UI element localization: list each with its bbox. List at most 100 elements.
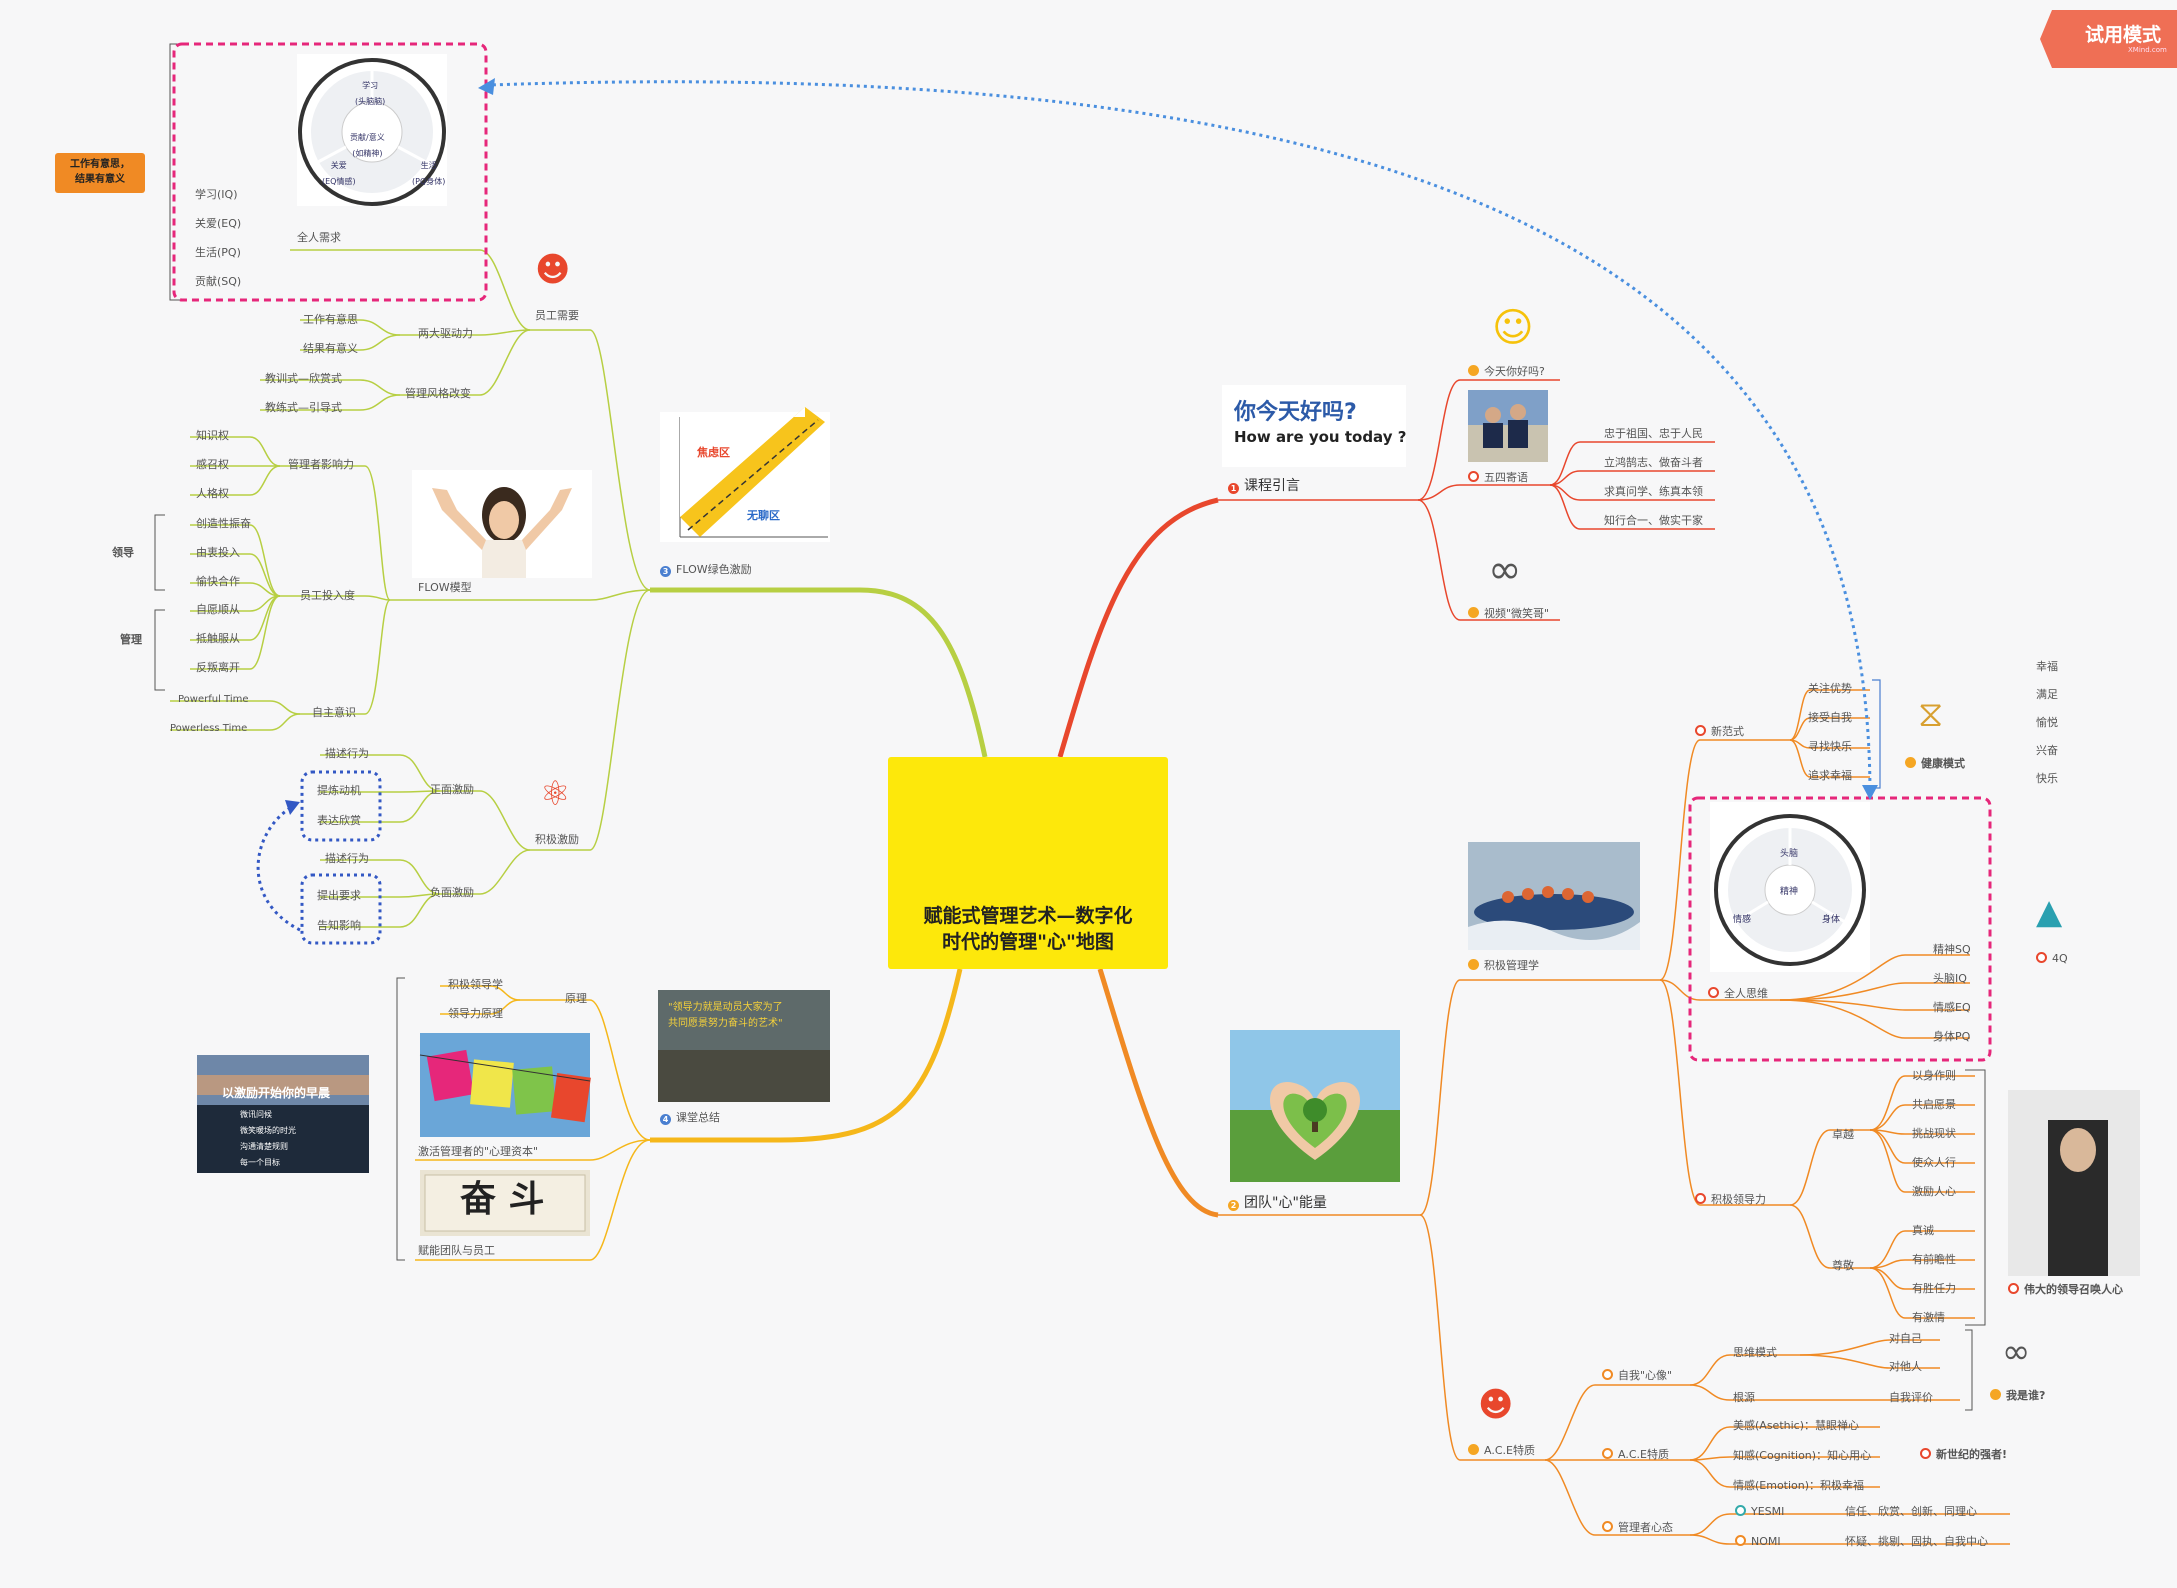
topic-manager-influence[interactable]: 管理者影响力 xyxy=(288,458,354,471)
topic-employee-need[interactable]: 员工需要 xyxy=(535,309,579,322)
zunjing-item-4[interactable]: 有激情 xyxy=(1912,1311,1945,1324)
self-item-1[interactable]: Powerful Time xyxy=(178,694,249,705)
health-item-3[interactable]: 愉悦 xyxy=(2036,716,2058,729)
work-meaning-box[interactable] xyxy=(55,153,145,193)
influence-item-3[interactable]: 人格权 xyxy=(196,487,229,500)
paradigm-item-2[interactable]: 接受自我 xyxy=(1808,711,1852,724)
style-item-2[interactable]: 教练式—引导式 xyxy=(265,401,342,414)
influence-item-2[interactable]: 感召权 xyxy=(196,458,229,471)
topic-great-leader[interactable]: 伟大的领导召唤人心 xyxy=(2008,1282,2123,1298)
wusi-item-4[interactable]: 知行合一、做实干家 xyxy=(1604,514,1703,527)
zunjing-item-1[interactable]: 真诚 xyxy=(1912,1224,1934,1237)
demand-item-4[interactable]: 贡献(SQ) xyxy=(195,275,242,288)
topic-style-change[interactable]: 管理风格改变 xyxy=(405,387,471,400)
zunjing-item-2[interactable]: 有前瞻性 xyxy=(1912,1253,1956,1266)
whole-item-4[interactable]: 身体PQ xyxy=(1933,1030,1971,1043)
demand-item-1[interactable]: 学习(IQ) xyxy=(195,188,238,201)
whole-item-3[interactable]: 情感EQ xyxy=(1933,1001,1971,1014)
health-item-5[interactable]: 快乐 xyxy=(2036,772,2058,785)
thinking-item-2[interactable]: 对他人 xyxy=(1889,1360,1922,1373)
topic-today[interactable]: 今天你好吗? xyxy=(1468,364,1545,380)
topic-yesmi[interactable]: YESMI xyxy=(1735,1504,1784,1520)
demand-item-2[interactable]: 关爱(EQ) xyxy=(195,217,242,230)
topic-whole-thinking[interactable]: 全人思维 xyxy=(1708,986,1768,1002)
principle-item-1[interactable]: 积极领导学 xyxy=(448,978,503,991)
paradigm-item-3[interactable]: 寻找快乐 xyxy=(1808,740,1852,753)
topic-self-aware[interactable]: 自主意识 xyxy=(312,706,356,719)
paradigm-item-4[interactable]: 追求幸福 xyxy=(1808,769,1852,782)
health-item-2[interactable]: 满足 xyxy=(2036,688,2058,701)
manage-item-3[interactable]: 反叛离开 xyxy=(196,661,240,674)
wusi-item-2[interactable]: 立鸿鹄志、做奋斗者 xyxy=(1604,456,1703,469)
topic-positive-psych[interactable]: 积极管理学 xyxy=(1468,958,1539,974)
self-item-2[interactable]: Powerless Time xyxy=(170,723,248,734)
topic-new-paradigm[interactable]: 新范式 xyxy=(1695,724,1744,740)
zhuoyue-item-2[interactable]: 共启愿景 xyxy=(1912,1098,1956,1111)
pos-item-1[interactable]: 描述行为 xyxy=(325,747,369,760)
topic-health-mode[interactable]: 健康模式 xyxy=(1905,756,1965,772)
topic-who-am-i[interactable]: 我是谁? xyxy=(1990,1388,2045,1404)
lead-item-2[interactable]: 由衷投入 xyxy=(196,546,240,559)
topic-self-heart[interactable]: 自我"心像" xyxy=(1602,1368,1672,1384)
neg-item-3[interactable]: 告知影响 xyxy=(317,919,361,932)
topic-nomi[interactable]: NOMI xyxy=(1735,1534,1781,1550)
topic-positive-incentive[interactable]: 积极激励 xyxy=(535,833,579,846)
health-item-4[interactable]: 兴奋 xyxy=(2036,744,2058,757)
topic-zunjing[interactable]: 尊敬 xyxy=(1832,1259,1854,1272)
whole-item-1[interactable]: 精神SQ xyxy=(1933,943,1971,956)
topic-neg-incentive[interactable]: 负面激励 xyxy=(430,886,474,899)
topic-4q[interactable]: 4Q xyxy=(2036,951,2068,967)
topic-video[interactable]: 视频"微笑哥" xyxy=(1468,606,1549,622)
topic-flow-model[interactable]: FLOW模型 xyxy=(418,581,472,594)
neg-item-2[interactable]: 提出要求 xyxy=(317,889,361,902)
ace-item-3[interactable]: 情感(Emotion)：积极幸福 xyxy=(1733,1479,1865,1492)
pos-item-2[interactable]: 提炼动机 xyxy=(317,784,361,797)
zunjing-item-3[interactable]: 有胜任力 xyxy=(1912,1282,1956,1295)
topic-stimulate[interactable]: 激活管理者的"心理资本" xyxy=(418,1145,539,1158)
nomi-items[interactable]: 怀疑、挑剔、固执、自我中心 xyxy=(1845,1535,1988,1548)
zhuoyue-item-5[interactable]: 激励人心 xyxy=(1912,1185,1956,1198)
topic-pos-incentive[interactable]: 正面激励 xyxy=(430,783,474,796)
topic-self-eval[interactable]: 自我评价 xyxy=(1889,1391,1933,1404)
demand-item-3[interactable]: 生活(PQ) xyxy=(195,246,241,259)
topic-whole-demand[interactable]: 全人需求 xyxy=(297,231,341,244)
zhuoyue-item-1[interactable]: 以身作则 xyxy=(1912,1069,1956,1082)
topic-lead[interactable]: 领导 xyxy=(112,546,134,559)
topic-employee-engagement[interactable]: 员工投入度 xyxy=(300,589,355,602)
driver-item-1[interactable]: 工作有意思 xyxy=(303,313,358,326)
topic-new-strong[interactable]: 新世纪的强者! xyxy=(1920,1447,2007,1463)
topic-thinking-mode[interactable]: 思维模式 xyxy=(1733,1346,1777,1359)
zhuoyue-item-3[interactable]: 挑战现状 xyxy=(1912,1127,1956,1140)
ace-item-2[interactable]: 知感(Cognition)：知心用心 xyxy=(1733,1449,1872,1462)
driver-item-2[interactable]: 结果有意义 xyxy=(303,342,358,355)
pos-item-3[interactable]: 表达欣赏 xyxy=(317,814,361,827)
zhuoyue-item-4[interactable]: 使众人行 xyxy=(1912,1156,1956,1169)
topic-manage[interactable]: 管理 xyxy=(120,633,142,646)
wusi-item-3[interactable]: 求真问学、练真本领 xyxy=(1604,485,1703,498)
lead-item-3[interactable]: 愉快合作 xyxy=(196,575,240,588)
topic-principle[interactable]: 原理 xyxy=(565,992,587,1005)
greeting-card[interactable] xyxy=(1222,385,1406,467)
whole-item-2[interactable]: 头脑IQ xyxy=(1933,972,1967,985)
health-item-1[interactable]: 幸福 xyxy=(2036,660,2058,673)
topic-wusi[interactable]: 五四寄语 xyxy=(1468,470,1528,486)
topic-ace-trait[interactable]: A.C.E特质 xyxy=(1602,1447,1669,1463)
wusi-item-1[interactable]: 忠于祖国、忠于人民 xyxy=(1604,427,1703,440)
yesmi-items[interactable]: 信任、欣赏、创新、同理心 xyxy=(1845,1505,1977,1518)
manage-item-2[interactable]: 抵触服从 xyxy=(196,632,240,645)
topic-manager-mind[interactable]: 管理者心态 xyxy=(1602,1520,1673,1536)
topic-zhuoyue[interactable]: 卓越 xyxy=(1832,1128,1854,1141)
style-item-1[interactable]: 教训式—欣赏式 xyxy=(265,372,342,385)
ace-item-1[interactable]: 美感(Asethic)：慧眼禅心 xyxy=(1733,1419,1859,1432)
topic-positive-leadership[interactable]: 积极领导力 xyxy=(1695,1192,1766,1208)
principle-item-2[interactable]: 领导力原理 xyxy=(448,1007,503,1020)
topic-empower[interactable]: 赋能团队与员工 xyxy=(418,1244,495,1257)
topic-ace[interactable]: A.C.E特质 xyxy=(1468,1443,1535,1459)
thinking-item-1[interactable]: 对自己 xyxy=(1889,1332,1922,1345)
topic-root[interactable]: 根源 xyxy=(1733,1391,1755,1404)
influence-item-1[interactable]: 知识权 xyxy=(196,429,229,442)
lead-item-1[interactable]: 创造性振奋 xyxy=(196,517,251,530)
